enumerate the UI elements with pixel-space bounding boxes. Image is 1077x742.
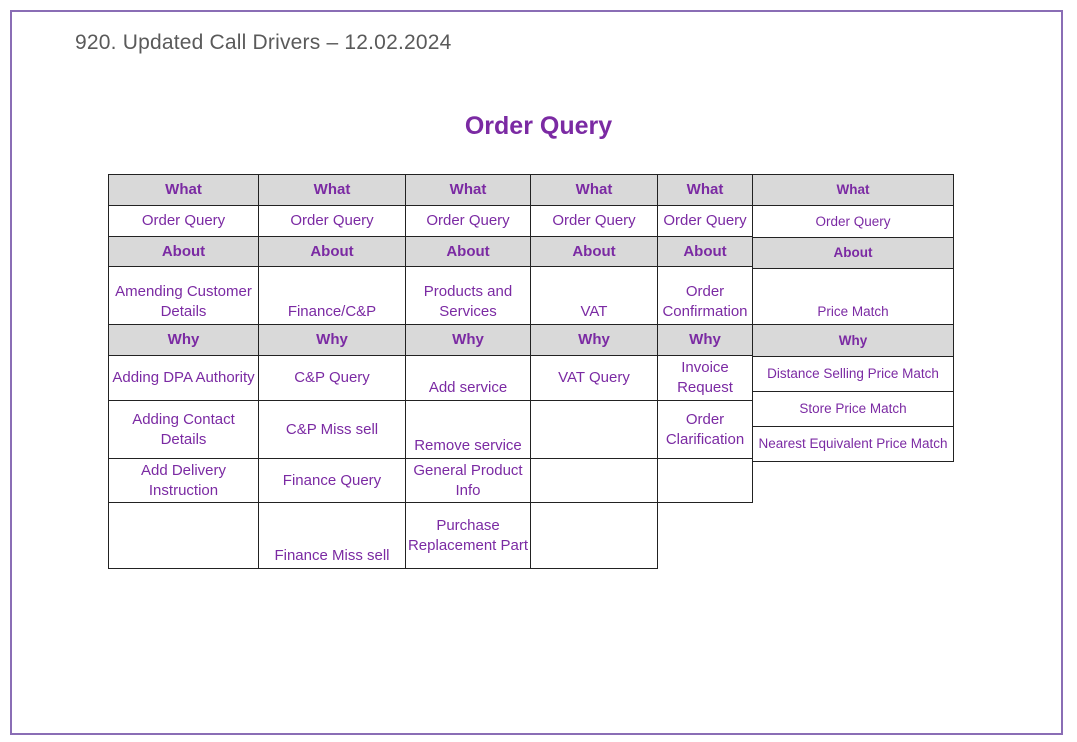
col-2-about-value: Finance/C&P <box>258 266 406 325</box>
slide-header: 920. Updated Call Drivers – 12.02.2024 <box>75 31 452 54</box>
col-6-what-header: What <box>752 174 954 206</box>
col-2-what-header: What <box>258 174 406 206</box>
col-2-what-value: Order Query <box>258 205 406 237</box>
col-1-why-item-1: Adding DPA Authority <box>108 355 259 401</box>
col-3-about-header: About <box>405 236 531 267</box>
col-6-what-value: Order Query <box>752 205 954 238</box>
col-1-why-item-4 <box>108 502 259 569</box>
col-3-why-item-2: Remove service <box>405 400 531 459</box>
col-3-why-item-3: General Product Info <box>405 458 531 503</box>
col-2-why-header: Why <box>258 324 406 356</box>
col-3-about-value: Products and Services <box>405 266 531 325</box>
col-4-why-item-3 <box>530 458 658 503</box>
col-2-why-item-4: Finance Miss sell <box>258 502 406 569</box>
col-5-why-item-1: Invoice Request <box>657 355 753 401</box>
col-1-what-header: What <box>108 174 259 206</box>
col-4-what-header: What <box>530 174 658 206</box>
col-2-why-item-2: C&P Miss sell <box>258 400 406 459</box>
col-4-why-header: Why <box>530 324 658 356</box>
col-1-about-header: About <box>108 236 259 267</box>
col-1-why-header: Why <box>108 324 259 356</box>
col-4-why-item-1: VAT Query <box>530 355 658 401</box>
col-1-about-value: Amending Customer Details <box>108 266 259 325</box>
col-5-about-header: About <box>657 236 753 267</box>
col-3-what-header: What <box>405 174 531 206</box>
col-1-what-value: Order Query <box>108 205 259 237</box>
col-2-about-header: About <box>258 236 406 267</box>
col-4-why-item-4 <box>530 502 658 569</box>
col-5-why-item-3 <box>657 458 753 503</box>
col-5-why-item-2: Order Clarification <box>657 400 753 459</box>
col-6-why-item-3: Nearest Equivalent Price Match <box>752 426 954 462</box>
col-4-what-value: Order Query <box>530 205 658 237</box>
col-2-why-item-3: Finance Query <box>258 458 406 503</box>
col-1-why-item-2: Adding Contact Details <box>108 400 259 459</box>
slide-title: Order Query <box>464 112 613 140</box>
col-6-about-value: Price Match <box>752 268 954 325</box>
col-4-about-header: About <box>530 236 658 267</box>
col-3-what-value: Order Query <box>405 205 531 237</box>
col-6-why-header: Why <box>752 324 954 357</box>
col-5-what-value: Order Query <box>657 205 753 237</box>
col-4-why-item-2 <box>530 400 658 459</box>
col-3-why-item-1: Add service <box>405 355 531 401</box>
col-2-why-item-1: C&P Query <box>258 355 406 401</box>
col-5-what-header: What <box>657 174 753 206</box>
col-3-why-item-4: Purchase Replacement Part <box>405 502 531 569</box>
col-6-why-item-2: Store Price Match <box>752 391 954 427</box>
col-3-why-header: Why <box>405 324 531 356</box>
col-4-about-value: VAT <box>530 266 658 325</box>
col-1-why-item-3: Add Delivery Instruction <box>108 458 259 503</box>
col-5-why-header: Why <box>657 324 753 356</box>
col-6-about-header: About <box>752 237 954 269</box>
col-5-about-value: Order Confirmation <box>657 266 753 325</box>
col-6-why-item-1: Distance Selling Price Match <box>752 356 954 392</box>
